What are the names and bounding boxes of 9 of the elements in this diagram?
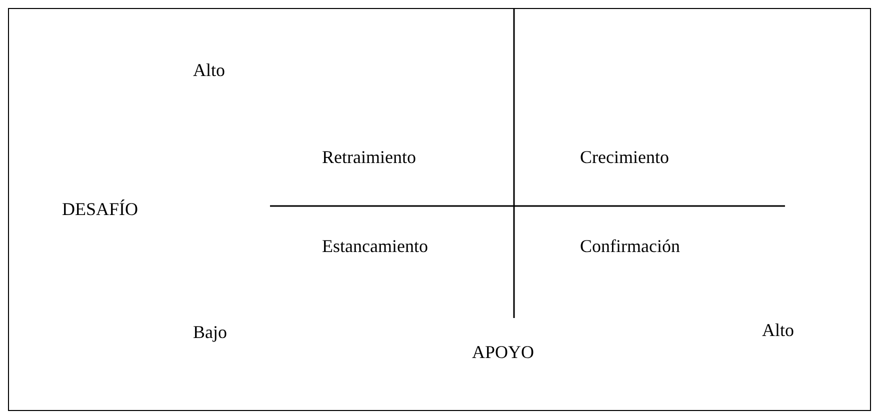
axis-title: DESAFÍO bbox=[62, 199, 138, 219]
quadrant-label: Retraimiento bbox=[322, 147, 416, 167]
quadrant-label: Crecimiento bbox=[580, 147, 669, 167]
quadrant-label: Estancamiento bbox=[322, 236, 428, 256]
quadrant-label: Confirmación bbox=[580, 236, 680, 256]
axis-end-label: Alto bbox=[193, 60, 226, 80]
axis-end-label: Bajo bbox=[193, 322, 227, 342]
axis-title: APOYO bbox=[472, 342, 534, 362]
axis-end-label: Alto bbox=[762, 320, 794, 340]
